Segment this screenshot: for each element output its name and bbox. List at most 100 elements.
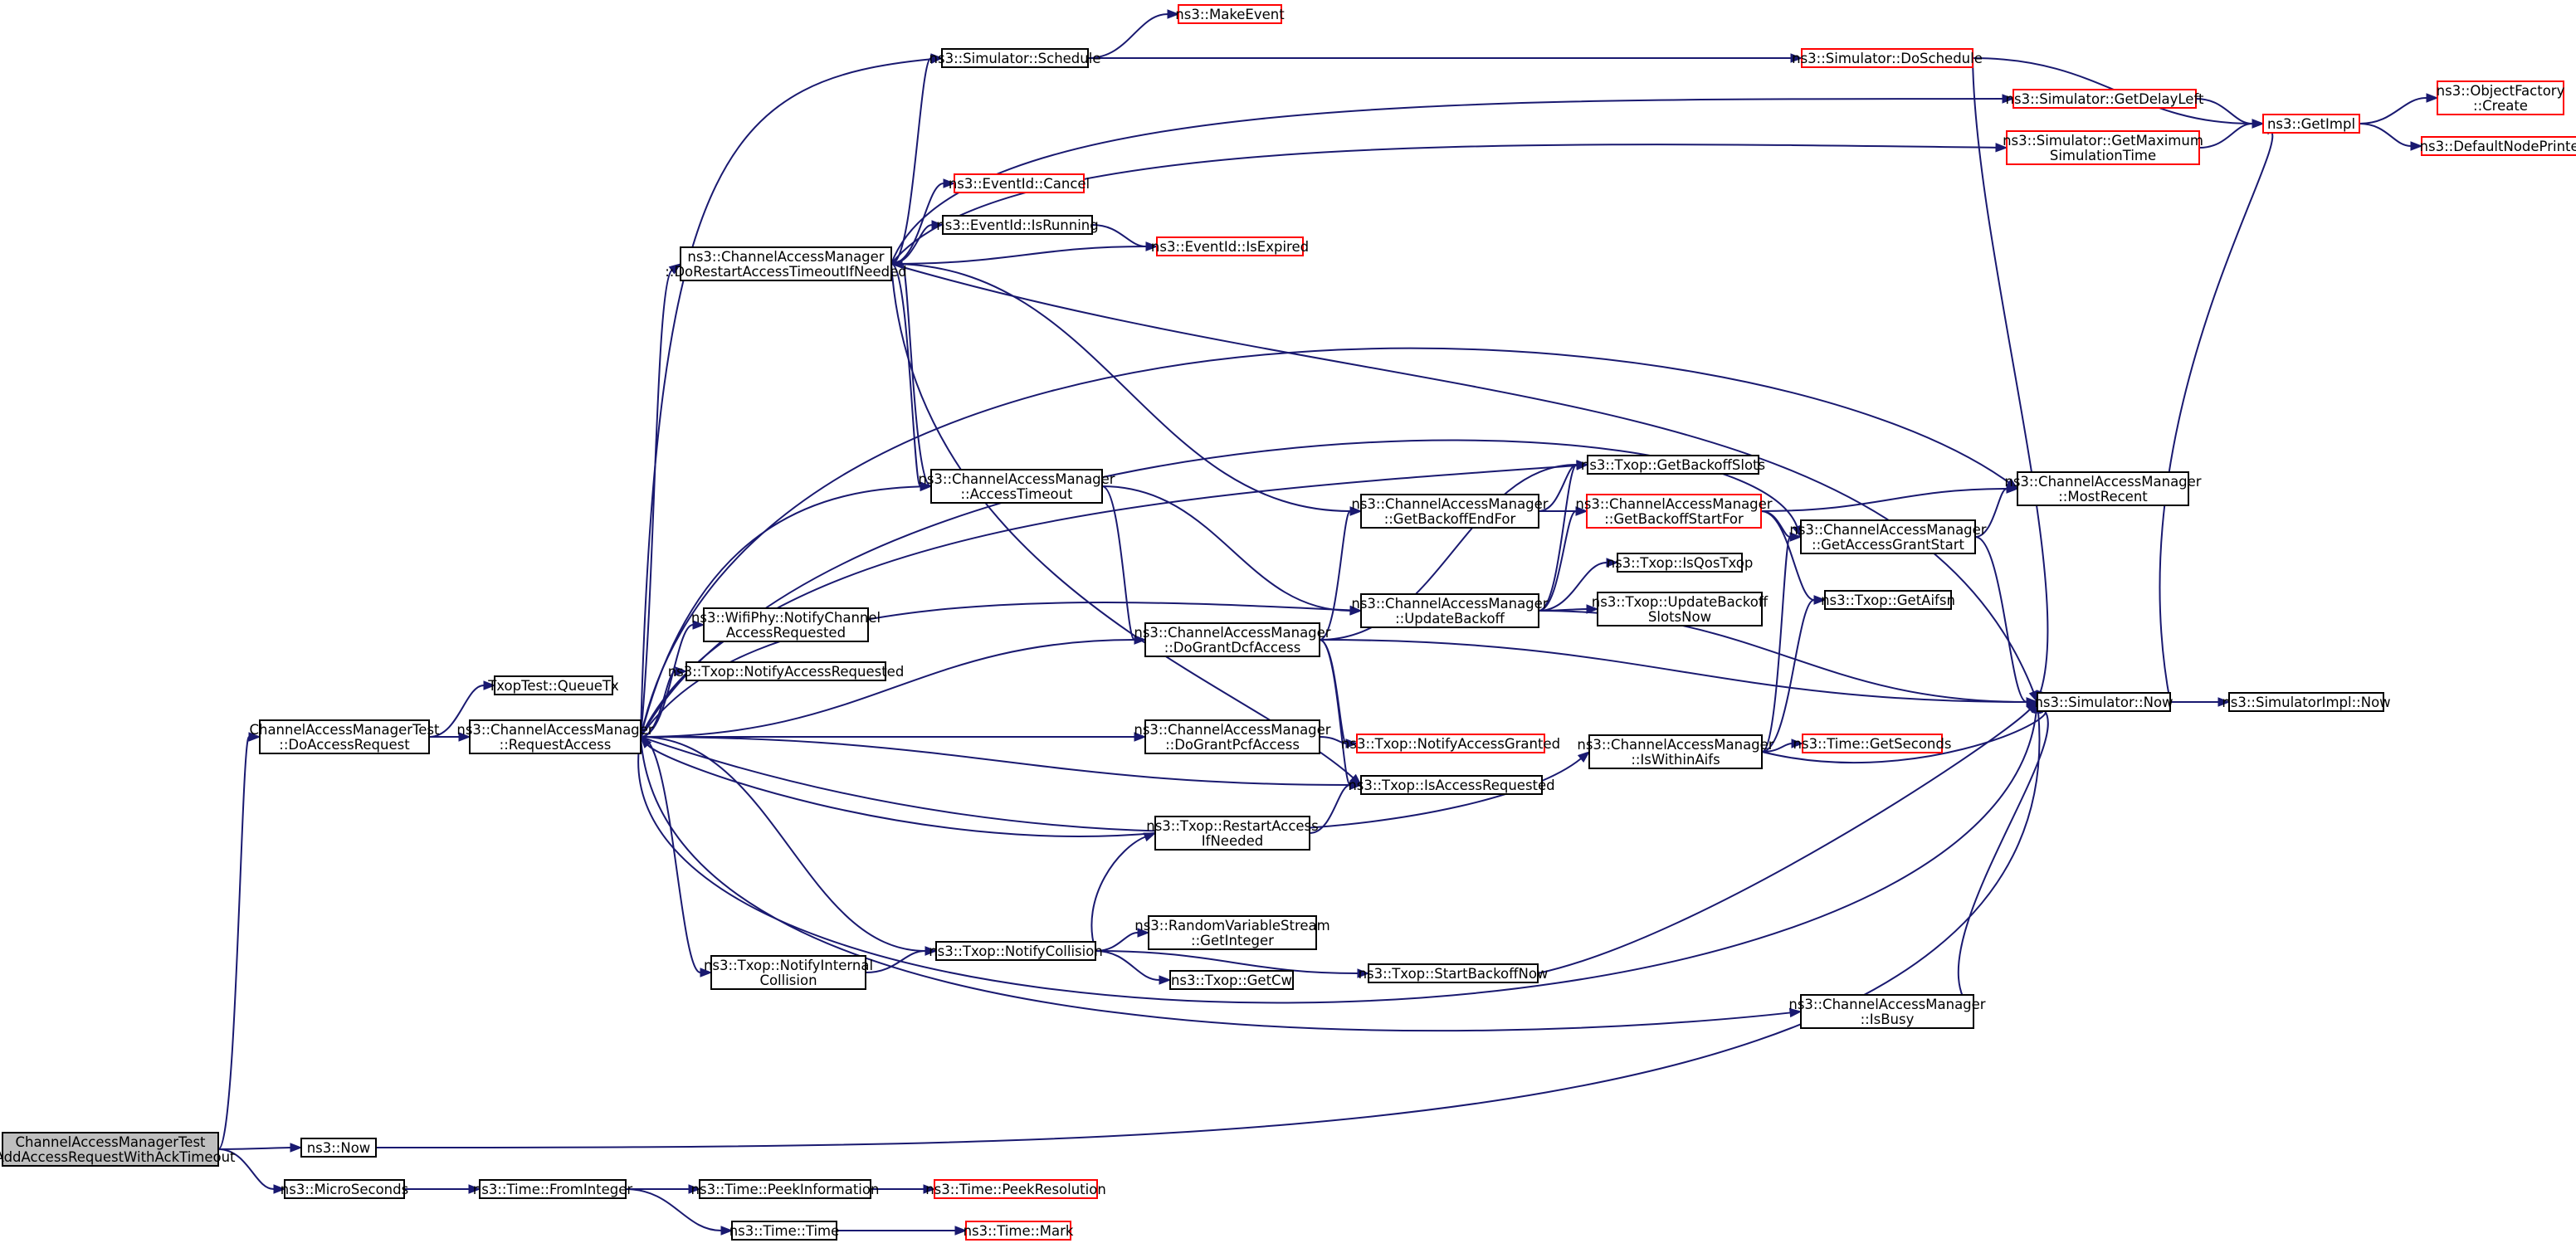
edge-arrowhead — [2426, 93, 2439, 103]
node-label: SlotsNow — [1648, 609, 1711, 625]
node-label: ns3::Txop::RestartAccess — [1146, 818, 1318, 834]
node-isaccreq[interactable]: ns3::Txop::IsAccessRequested — [1348, 775, 1555, 795]
node-getcw[interactable]: ns3::Txop::GetCw — [1169, 970, 1294, 990]
edge-getimpl-to-defprinter — [2359, 123, 2412, 147]
node-label: ChannelAccessManagerTest — [249, 722, 440, 738]
node-ns3now[interactable]: ns3::Now — [300, 1138, 377, 1158]
edge-getaccessgrant-to-simnow — [1974, 536, 2027, 703]
node-randint[interactable]: ns3::RandomVariableStream::GetInteger — [1134, 915, 1330, 950]
edge-arrowhead — [1145, 241, 1159, 251]
node-box — [2228, 692, 2384, 712]
node-getbackoffslots[interactable]: ns3::Txop::GetBackoffSlots — [1581, 455, 1765, 475]
node-reqaccess[interactable]: ns3::ChannelAccessManager::RequestAccess — [456, 719, 654, 754]
node-defprinter[interactable]: ns3::DefaultNodePrinter — [2420, 136, 2576, 156]
node-label: ns3::ChannelAccessManager — [1134, 625, 1330, 641]
node-frominteger[interactable]: ns3::Time::FromInteger — [473, 1179, 633, 1199]
node-box — [2013, 89, 2197, 109]
node-getbackoffstart[interactable]: ns3::ChannelAccessManager::GetBackoffSta… — [1575, 494, 1773, 529]
node-label: ::GetInteger — [1191, 933, 1274, 948]
node-label: SimulationTime — [2050, 148, 2156, 163]
node-makeevent[interactable]: ns3::MakeEvent — [1175, 4, 1285, 24]
node-label: ns3::Time::GetSeconds — [1793, 736, 1952, 752]
node-wifiphy[interactable]: ns3::WifiPhy::NotifyChannelAccessRequest… — [691, 607, 881, 642]
node-acctimeout[interactable]: ns3::ChannelAccessManager::AccessTimeout — [918, 469, 1115, 504]
node-label: ns3::Txop::StartBackoffNow — [1359, 966, 1549, 982]
node-dorestart[interactable]: ns3::ChannelAccessManager::DoRestartAcce… — [665, 246, 907, 281]
edge-arrowhead — [1791, 739, 1804, 748]
node-label: ns3::Time::Time — [729, 1223, 840, 1239]
edge-doschedule-to-simnow — [1972, 57, 2049, 692]
node-getimpl[interactable]: ns3::GetImpl — [2262, 114, 2360, 134]
node-box — [494, 675, 613, 695]
node-box — [1824, 590, 1952, 610]
node-getaccessgrant[interactable]: ns3::ChannelAccessManager::GetAccessGran… — [1789, 519, 1987, 554]
node-startbackoff[interactable]: ns3::Txop::StartBackoffNow — [1359, 963, 1549, 983]
node-label: ::IsBusy — [1861, 1012, 1915, 1027]
node-iswithinaifs[interactable]: ns3::ChannelAccessManager::IsWithinAifs — [1577, 734, 1774, 769]
node-simimplnow[interactable]: ns3::SimulatorImpl::Now — [2222, 692, 2391, 712]
node-box — [1156, 236, 1304, 256]
edge-reqaccess-to-isbusy — [640, 736, 1791, 1032]
node-label: ns3::Now — [307, 1140, 371, 1156]
node-box — [1802, 734, 1943, 753]
node-evexpired[interactable]: ns3::EventId::IsExpired — [1151, 236, 1309, 256]
node-box — [1178, 4, 1282, 24]
node-schedule[interactable]: ns3::Simulator::Schedule — [929, 48, 1101, 68]
node-label: ns3::Simulator::Now — [2034, 695, 2173, 710]
node-label: ns3::Txop::IsQosTxop — [1607, 555, 1754, 571]
node-label: ::GetBackoffEndFor — [1384, 511, 1516, 527]
node-notifycoll[interactable]: ns3::Txop::NotifyCollision — [929, 941, 1103, 961]
node-notifyreq[interactable]: ns3::Txop::NotifyAccessRequested — [668, 661, 905, 681]
node-peekres[interactable]: ns3::Time::PeekResolution — [925, 1179, 1106, 1199]
node-peekinfo[interactable]: ns3::Time::PeekInformation — [691, 1179, 880, 1199]
node-label: ns3::Simulator::GetDelayLeft — [2006, 91, 2204, 107]
node-doaccess[interactable]: ChannelAccessManagerTest::DoAccessReques… — [249, 719, 440, 754]
node-label: ns3::Simulator::GetMaximum — [2003, 133, 2203, 149]
edge-restartaccess-to-isaccreq — [1309, 784, 1351, 834]
node-isqos[interactable]: ns3::Txop::IsQosTxop — [1607, 553, 1754, 573]
node-label: ns3::ChannelAccessManager — [2004, 474, 2201, 490]
node-box — [1588, 734, 1763, 769]
node-notifygranted[interactable]: ns3::Txop::NotifyAccessGranted — [1341, 734, 1560, 753]
node-getbackoffend[interactable]: ns3::ChannelAccessManager::GetBackoffEnd… — [1351, 494, 1549, 529]
edge-arrowhead — [2217, 697, 2231, 707]
node-root: ChannelAccessManagerTest::AddAccessReque… — [0, 1132, 236, 1167]
node-label: ns3::Txop::NotifyCollision — [929, 943, 1103, 959]
node-getdelay[interactable]: ns3::Simulator::GetDelayLeft — [2006, 89, 2204, 109]
node-box — [2421, 136, 2576, 156]
node-evcancel[interactable]: ns3::EventId::Cancel — [949, 173, 1090, 193]
node-objfactory[interactable]: ns3::ObjectFactory::Create — [2437, 80, 2565, 115]
edge-dorestart-to-isaccreq — [890, 263, 1354, 779]
node-label: ns3::EventId::Cancel — [949, 176, 1090, 192]
node-evrunning[interactable]: ns3::EventId::IsRunning — [936, 215, 1099, 235]
node-mostrecent[interactable]: ns3::ChannelAccessManager::MostRecent — [2004, 471, 2202, 506]
node-label: ns3::Txop::NotifyAccessGranted — [1341, 736, 1560, 752]
node-microsec[interactable]: ns3::MicroSeconds — [281, 1179, 408, 1199]
node-label: ns3::Time::Mark — [964, 1223, 1074, 1239]
node-isbusy[interactable]: ns3::ChannelAccessManager::IsBusy — [1788, 994, 1986, 1029]
node-timemark[interactable]: ns3::Time::Mark — [964, 1221, 1074, 1241]
node-simnow[interactable]: ns3::Simulator::Now — [2034, 692, 2174, 712]
edge-dorestart-to-getbackoffend — [890, 263, 1351, 512]
edge-iswithinaifs-to-getaifsn — [1761, 599, 1815, 753]
node-doschedule[interactable]: ns3::Simulator::DoSchedule — [1792, 48, 1983, 68]
node-timetime[interactable]: ns3::Time::Time — [729, 1221, 840, 1241]
node-updatebackoff[interactable]: ns3::ChannelAccessManager::UpdateBackoff — [1351, 593, 1549, 628]
node-label: ns3::Txop::NotifyInternal — [704, 958, 873, 973]
node-getseconds[interactable]: ns3::Time::GetSeconds — [1793, 734, 1952, 753]
node-box — [1144, 622, 1320, 657]
node-dograntdcf[interactable]: ns3::ChannelAccessManager::DoGrantDcfAcc… — [1134, 622, 1331, 657]
node-label: ns3::ChannelAccessManager — [1351, 496, 1548, 512]
edge-updatebackoff-to-isqos — [1538, 562, 1608, 612]
edge-root-to-microsec — [217, 1148, 275, 1190]
node-queuetx[interactable]: TxopTest::QueueTx — [487, 675, 619, 695]
edge-dorestart-to-evexpired — [890, 246, 1147, 265]
edge-arrowhead — [2026, 701, 2038, 714]
edge-reqaccess-to-schedule — [640, 58, 932, 738]
node-getaifsn[interactable]: ns3::Txop::GetAifsn — [1821, 590, 1955, 610]
node-dograntpcf[interactable]: ns3::ChannelAccessManager::DoGrantPcfAcc… — [1134, 719, 1331, 754]
